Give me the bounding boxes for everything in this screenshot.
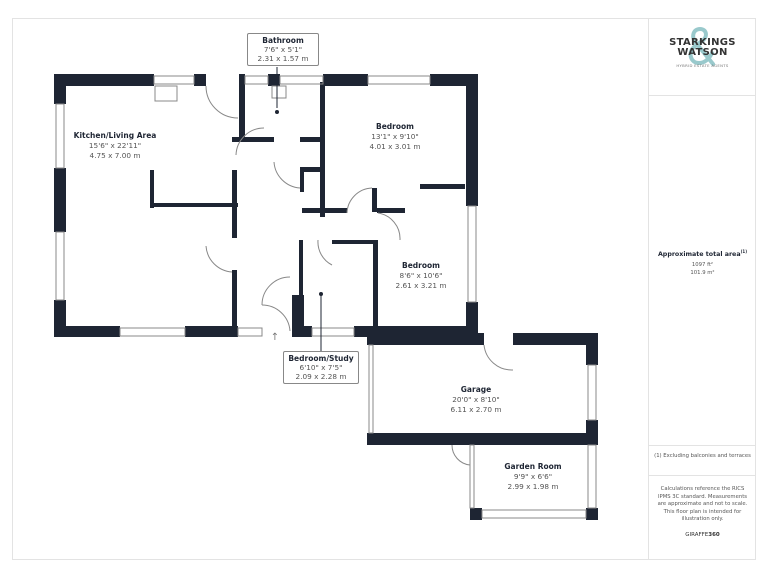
area-title: Approximate total area	[657, 251, 741, 259]
wall	[373, 240, 378, 335]
room-name: Kitchen/Living Area	[74, 131, 157, 140]
room-name: Bathroom	[262, 36, 304, 45]
room-metric: 4.01 x 3.01 m	[370, 142, 421, 151]
wall	[268, 74, 280, 86]
room-name: Bedroom/Study	[288, 354, 354, 363]
room-imperial: 15'6" x 22'11"	[89, 141, 141, 150]
room-metric: 6.11 x 2.70 m	[451, 405, 502, 414]
wall	[586, 508, 598, 520]
wall	[194, 74, 206, 86]
room-imperial: 8'6" x 10'6"	[400, 271, 443, 280]
wall	[185, 326, 238, 337]
wall	[377, 208, 405, 213]
room-imperial: 9'9" x 6'6"	[514, 472, 552, 481]
wall	[367, 333, 484, 345]
room-imperial: 6'10" x 7'5"	[299, 363, 343, 372]
page-frame	[12, 18, 756, 560]
room-metric: 2.31 x 1.57 m	[257, 54, 309, 63]
giraffe360-credit: GIRAFFE360	[649, 532, 756, 538]
leader-dot	[275, 110, 279, 114]
wall	[332, 240, 377, 244]
brand-name-1: STARKINGS	[669, 37, 736, 48]
credit-suffix: 360	[708, 531, 720, 538]
wall	[232, 170, 237, 238]
room-imperial: 20'0" x 8'10"	[452, 395, 500, 404]
info-panel: STARKINGS WATSON HYBRID ESTATE AGENTS Ap…	[648, 18, 756, 560]
brand-name-2: WATSON	[677, 47, 728, 58]
room-label-bedroom-study: Bedroom/Study 6'10" x 7'5" 2.09 x 2.28 m	[283, 351, 359, 384]
room-imperial: 7'6" x 5'1"	[263, 45, 303, 54]
room-label-bathroom: Bathroom 7'6" x 5'1" 2.31 x 1.57 m	[247, 33, 319, 66]
wall	[470, 508, 482, 520]
wall	[323, 74, 368, 86]
wall	[239, 82, 245, 142]
wall	[466, 74, 478, 206]
area-sqft: 1097 ft²	[691, 262, 714, 269]
area-footnote-ref: (1)	[740, 249, 748, 254]
windows-doors	[55, 75, 597, 519]
wall	[150, 170, 154, 208]
room-name: Garden Room	[504, 462, 561, 471]
area-sqm: 101.9 m²	[690, 270, 715, 277]
wall	[292, 326, 312, 337]
wall	[54, 326, 120, 337]
wall	[513, 333, 598, 345]
room-imperial: 13'1" x 9'10"	[371, 132, 419, 141]
wall	[54, 74, 154, 86]
wall	[54, 168, 66, 232]
wall	[300, 167, 304, 192]
wall	[232, 137, 274, 142]
credit-prefix: GIRAFFE	[685, 531, 709, 538]
walls	[54, 74, 598, 520]
wall	[232, 270, 237, 336]
wall	[302, 208, 347, 213]
disclaimer: Calculations reference the RICS IPMS 3C …	[657, 486, 748, 522]
wall	[586, 333, 598, 365]
ampersand-logo-icon	[688, 26, 715, 66]
room-name: Garage	[461, 385, 491, 394]
room-metric: 2.99 x 1.98 m	[508, 482, 559, 491]
footnote: (1) Excluding balconies and terraces	[654, 453, 751, 459]
wall	[300, 167, 325, 172]
brand-logo: STARKINGS WATSON HYBRID ESTATE AGENTS	[649, 18, 756, 96]
wall	[299, 240, 303, 335]
room-name: Bedroom	[376, 122, 414, 131]
wall	[320, 82, 325, 217]
wall	[239, 74, 245, 86]
room-metric: 2.61 x 3.21 m	[396, 281, 447, 290]
wall	[354, 326, 478, 337]
area-section: Approximate total area(1) 1097 ft² 101.9…	[649, 95, 756, 446]
disclaimer-section: Calculations reference the RICS IPMS 3C …	[649, 486, 756, 538]
footnote-section: (1) Excluding balconies and terraces	[649, 445, 756, 476]
wall	[420, 184, 465, 189]
room-metric: 2.09 x 2.28 m	[295, 372, 347, 381]
brand-tagline: HYBRID ESTATE AGENTS	[676, 63, 729, 68]
leader-dot	[319, 292, 323, 296]
room-metric: 4.75 x 7.00 m	[90, 151, 141, 160]
wall	[367, 433, 598, 445]
wall	[372, 188, 377, 212]
room-name: Bedroom	[402, 261, 440, 270]
entrance-arrow-icon: ↑	[271, 332, 279, 343]
wall	[150, 203, 238, 207]
wall	[54, 74, 66, 104]
wall	[300, 137, 325, 142]
